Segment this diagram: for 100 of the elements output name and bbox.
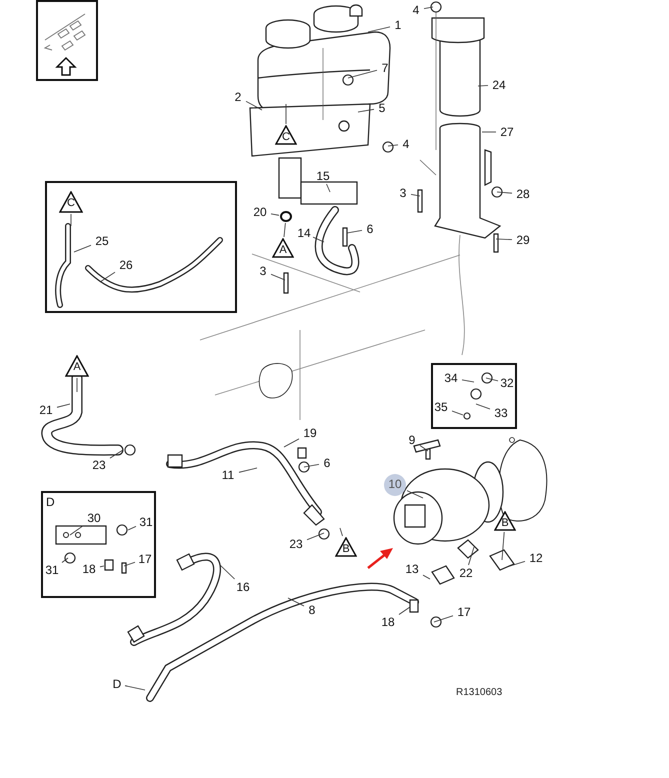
callout-number: 22: [456, 566, 476, 580]
leader-line: [434, 615, 454, 622]
reference-triangle: C: [275, 125, 297, 145]
leader-line: [410, 194, 420, 196]
highlighted-callout-number: 10: [384, 474, 406, 496]
leader-line: [468, 546, 474, 566]
leader-line: [462, 380, 474, 382]
reference-triangle: A: [272, 238, 294, 258]
leader-line: [348, 70, 378, 78]
callout-number: 29: [513, 233, 533, 247]
callout-number: 33: [491, 406, 511, 420]
callout-number: 34: [441, 371, 461, 385]
leader-line: [420, 445, 428, 452]
leader-line: [452, 410, 464, 416]
leader-line: [74, 244, 92, 252]
callout-number: 6: [320, 456, 334, 470]
leader-line: [312, 236, 324, 242]
leader-line: [62, 558, 68, 563]
leader-line: [398, 606, 410, 615]
leader-line: [270, 274, 286, 280]
leader-line: [70, 525, 84, 536]
callout-number: 9: [405, 433, 419, 447]
leader-line: [326, 184, 330, 192]
leader-line: [346, 230, 362, 234]
callout-number: 30: [84, 511, 104, 525]
callout-number: 8: [305, 603, 319, 617]
callout-number: 28: [513, 187, 533, 201]
callout-number: 27: [497, 125, 517, 139]
callout-number: 13: [402, 562, 422, 576]
callout-number: 6: [363, 222, 377, 236]
leader-line: [284, 222, 286, 238]
leader-line: [288, 598, 304, 606]
reference-triangle: C: [59, 191, 83, 213]
leader-line: [76, 378, 78, 392]
drawing-reference-code: R1310603: [456, 687, 502, 698]
callout-letter: D: [110, 677, 124, 691]
leader-line: [306, 532, 324, 540]
leader-line: [358, 108, 374, 112]
callout-number: 24: [489, 78, 509, 92]
callout-number: 23: [286, 537, 306, 551]
leader-line: [422, 574, 430, 580]
callout-number: 2: [231, 90, 245, 104]
callout-number: 23: [89, 458, 109, 472]
reference-triangle: A: [65, 355, 89, 377]
leader-line: [478, 85, 488, 86]
callout-number: 11: [218, 468, 238, 482]
leader-line: [124, 562, 136, 566]
leader-line: [100, 272, 116, 282]
leader-line: [424, 6, 434, 9]
leader-line: [70, 214, 72, 226]
leader-line: [124, 685, 146, 690]
inset-frame: [431, 363, 517, 429]
callout-number: 15: [313, 169, 333, 183]
reference-triangle: B: [494, 511, 516, 531]
callout-number: 21: [36, 403, 56, 417]
callout-number: 19: [300, 426, 320, 440]
callout-number: 12: [526, 551, 546, 565]
leader-line: [496, 192, 512, 194]
callout-number: 1: [391, 18, 405, 32]
inset-frame: [41, 491, 156, 598]
leader-line: [304, 464, 320, 468]
leader-line: [406, 490, 424, 498]
callout-number: 35: [431, 400, 451, 414]
leader-line: [238, 468, 258, 473]
leader-line: [388, 144, 398, 146]
washer-ring: [280, 211, 292, 222]
callout-number: 31: [137, 515, 155, 529]
leader-line: [368, 26, 390, 32]
leader-line: [284, 438, 300, 448]
callout-number: 26: [116, 258, 136, 272]
callout-number: 31: [43, 563, 61, 577]
callout-number: 3: [396, 186, 410, 200]
leader-line: [100, 566, 104, 568]
callout-number: 32: [499, 376, 515, 390]
callout-number: 17: [454, 605, 474, 619]
leader-line: [56, 404, 70, 408]
callout-number: 25: [92, 234, 112, 248]
callout-number: 3: [256, 264, 270, 278]
leader-line: [486, 378, 498, 382]
callout-number: 16: [233, 580, 253, 594]
inset-frame: [45, 181, 237, 313]
leader-line: [476, 404, 490, 410]
callout-number: 17: [136, 552, 154, 566]
reference-triangle: B: [335, 537, 357, 557]
leader-line: [270, 214, 280, 216]
callout-number: 7: [378, 61, 392, 75]
inset-letter: D: [46, 495, 55, 509]
leader-line: [502, 532, 505, 560]
callout-number: 5: [375, 101, 389, 115]
leader-line: [246, 100, 262, 110]
callout-number: 14: [296, 226, 312, 240]
leader-line: [220, 564, 235, 580]
leader-line: [496, 238, 512, 240]
callout-number: 4: [399, 137, 413, 151]
callout-number: 4: [409, 3, 423, 17]
leader-line: [110, 450, 124, 458]
leader-line: [510, 561, 526, 566]
leader-line: [340, 528, 343, 536]
leader-line: [128, 526, 136, 530]
callout-number: 20: [250, 205, 270, 219]
